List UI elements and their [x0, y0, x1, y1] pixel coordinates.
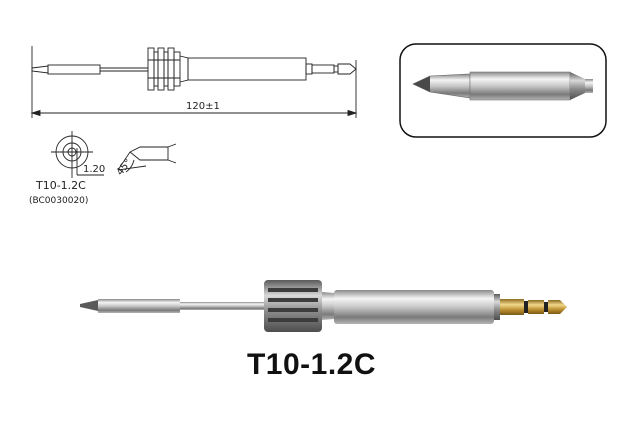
part-label: T10-1.2C: [36, 179, 86, 192]
tip-width-label: 1.20: [83, 164, 105, 175]
audio-jack-plug-icon: [500, 299, 567, 315]
dimension-label: 120±1: [186, 101, 220, 112]
soldering-tip-drawing: [30, 46, 358, 118]
tip-closeup-icon: [412, 71, 593, 101]
product-title: T10-1.2C: [246, 348, 377, 381]
tip-front-view-icon: [51, 131, 104, 178]
tip-bevel-detail: [117, 143, 177, 173]
soldering-tip-photo: [80, 280, 500, 332]
part-code: (BC0030020): [29, 196, 89, 206]
angle-label: 45°: [115, 157, 135, 178]
